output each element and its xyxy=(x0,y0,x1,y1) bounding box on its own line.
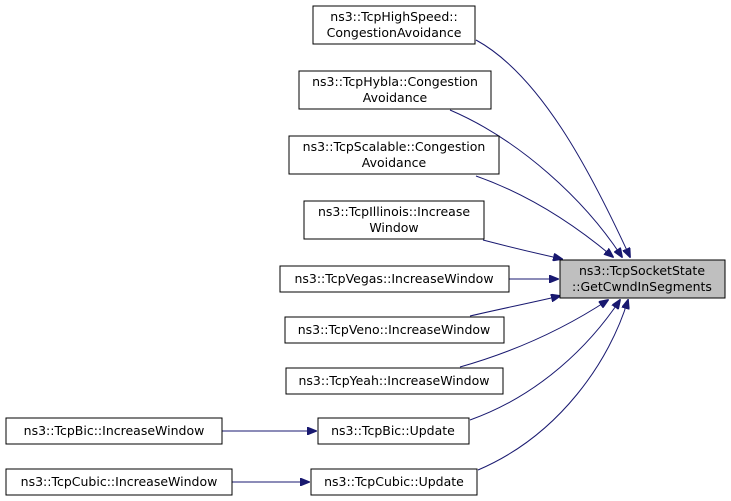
node-bic-increase[interactable]: ns3::TcpBic::IncreaseWindow xyxy=(5,417,223,445)
edge-highspeed-target xyxy=(475,39,630,257)
edge-scalable-target xyxy=(475,175,613,257)
node-highspeed[interactable]: ns3::TcpHighSpeed:: CongestionAvoidance xyxy=(312,5,476,45)
node-vegas-label: ns3::TcpVegas::IncreaseWindow xyxy=(294,271,493,286)
node-scalable[interactable]: ns3::TcpScalable::Congestion Avoidance xyxy=(288,135,500,175)
edges xyxy=(222,39,630,482)
node-bic-increase-label: ns3::TcpBic::IncreaseWindow xyxy=(24,423,205,438)
node-illinois-line1: ns3::TcpIllinois::Increase xyxy=(318,204,470,219)
node-cubic-update[interactable]: ns3::TcpCubic::Update xyxy=(310,468,478,496)
node-target-line1: ns3::TcpSocketState xyxy=(579,263,705,278)
node-yeah-label: ns3::TcpYeah::IncreaseWindow xyxy=(299,373,490,388)
node-scalable-line2: Avoidance xyxy=(362,155,427,170)
node-target[interactable]: ns3::TcpSocketState ::GetCwndInSegments xyxy=(559,259,726,299)
edge-yeah-target xyxy=(459,300,608,368)
node-highspeed-line2: CongestionAvoidance xyxy=(327,25,462,40)
edge-cubicupdate-target xyxy=(477,300,628,471)
node-bic-update-label: ns3::TcpBic::Update xyxy=(331,423,455,438)
node-cubic-increase-label: ns3::TcpCubic::IncreaseWindow xyxy=(21,474,218,489)
edge-illinois-target xyxy=(482,239,562,259)
node-cubic-update-label: ns3::TcpCubic::Update xyxy=(324,474,464,489)
node-scalable-line1: ns3::TcpScalable::Congestion xyxy=(303,139,486,154)
node-highspeed-line1: ns3::TcpHighSpeed:: xyxy=(330,9,457,24)
node-hybla-line1: ns3::TcpHybla::Congestion xyxy=(312,74,478,89)
node-hybla[interactable]: ns3::TcpHybla::Congestion Avoidance xyxy=(298,70,492,110)
node-bic-update[interactable]: ns3::TcpBic::Update xyxy=(317,417,470,445)
edge-hybla-target xyxy=(449,109,622,257)
node-veno-label: ns3::TcpVeno::IncreaseWindow xyxy=(298,322,491,337)
node-vegas[interactable]: ns3::TcpVegas::IncreaseWindow xyxy=(279,265,510,293)
node-illinois[interactable]: ns3::TcpIllinois::Increase Window xyxy=(303,200,485,240)
edge-veno-target xyxy=(469,296,560,317)
node-cubic-increase[interactable]: ns3::TcpCubic::IncreaseWindow xyxy=(5,468,233,496)
node-hybla-line2: Avoidance xyxy=(363,90,428,105)
edge-bicupdate-target xyxy=(469,300,620,421)
node-illinois-line2: Window xyxy=(369,220,418,235)
node-veno[interactable]: ns3::TcpVeno::IncreaseWindow xyxy=(284,316,505,344)
node-yeah[interactable]: ns3::TcpYeah::IncreaseWindow xyxy=(285,367,504,395)
node-target-line2: ::GetCwndInSegments xyxy=(572,279,712,294)
